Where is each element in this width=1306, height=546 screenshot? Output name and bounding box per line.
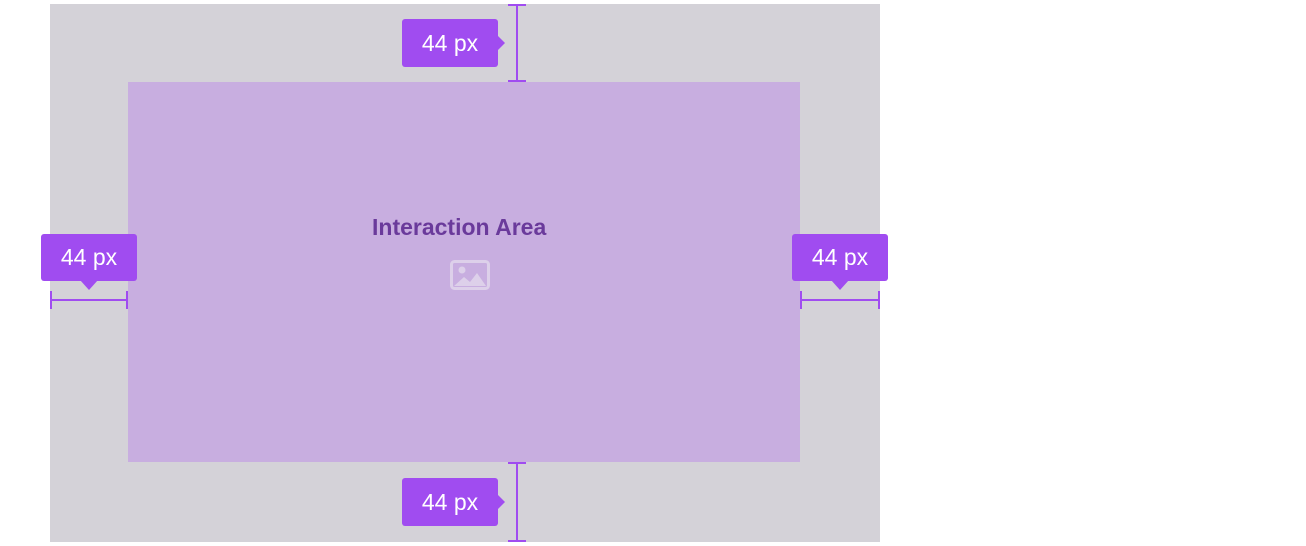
top-badge-pointer xyxy=(497,35,505,51)
left-badge-pointer xyxy=(80,280,98,290)
bottom-measure-badge: 44 px xyxy=(402,478,498,526)
left-measure-badge: 44 px xyxy=(41,234,137,281)
top-measure-line xyxy=(508,4,526,82)
interaction-area-title: Interaction Area xyxy=(372,214,547,240)
top-measure-badge: 44 px xyxy=(402,19,498,67)
right-badge-pointer xyxy=(831,280,849,290)
right-measure-line xyxy=(800,291,880,309)
bottom-badge-pointer xyxy=(497,494,505,510)
left-measure-line xyxy=(50,291,128,309)
right-measure-badge: 44 px xyxy=(792,234,888,281)
image-icon xyxy=(450,260,490,290)
bottom-measure-line xyxy=(508,462,526,542)
